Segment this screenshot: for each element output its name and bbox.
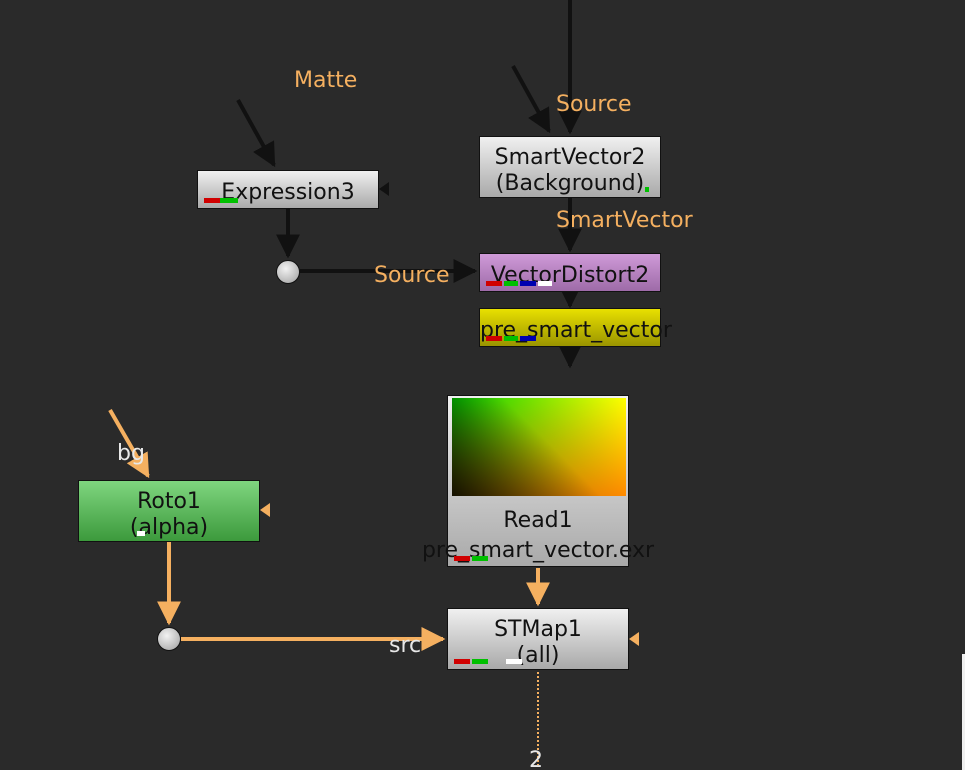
wire-bg-to-roto1 [108, 409, 150, 479]
node-roto1-line1: Roto1 [137, 489, 201, 514]
right-edge-panel [962, 654, 965, 770]
node-expression3-label: Expression3 [221, 180, 355, 205]
read1-thumbnail [452, 398, 626, 496]
input-label-source-top: Source [556, 92, 632, 117]
channel-red [486, 281, 502, 286]
stmap1-mask-arrow-icon[interactable] [629, 632, 639, 646]
input-label-bg: bg [117, 441, 145, 466]
node-read1-line2: pre_smart_vector.exr [421, 538, 655, 563]
node-smartvector2-line2: (Background) [495, 171, 645, 196]
channel-alpha [137, 531, 145, 536]
node-roto1-line2: (alpha) [129, 515, 209, 540]
expression3-mask-arrow-icon[interactable] [379, 182, 389, 196]
node-stmap1-line1: STMap1 [494, 617, 582, 642]
dot-node-orange[interactable] [157, 627, 181, 651]
node-pre-smart-vector[interactable]: pre_smart_vector [479, 308, 672, 347]
channel-green [645, 187, 649, 192]
channel-green [472, 659, 488, 664]
channel-blue [520, 281, 536, 286]
channel-red [204, 198, 220, 203]
roto1-mask-arrow-icon[interactable] [260, 503, 270, 517]
output-label-partial: 2 [529, 748, 543, 770]
node-smartvector2[interactable]: SmartVector2 (Background) [479, 136, 661, 198]
input-label-src: src [389, 633, 422, 658]
channel-red [486, 336, 502, 341]
channel-alpha [506, 659, 522, 664]
input-label-source-left: Source [374, 263, 450, 288]
channel-green [220, 198, 238, 203]
channel-red [454, 556, 470, 561]
input-label-matte: Matte [294, 68, 358, 93]
node-roto1[interactable]: Roto1 (alpha) [78, 480, 260, 542]
channel-alpha [538, 281, 552, 286]
wire-source-to-smartvector2 [511, 65, 551, 134]
node-stmap1[interactable]: STMap1 (all) [447, 608, 629, 670]
channel-green [504, 336, 518, 341]
read1-thumbnail-shadow [452, 398, 626, 496]
channel-green [504, 281, 518, 286]
node-vectordistort2[interactable]: VectorDistort2 [479, 253, 661, 292]
read1-thumbnail-dark [452, 398, 626, 496]
channel-green [472, 556, 488, 561]
node-stmap1-line2: (all) [516, 643, 560, 668]
channel-red [454, 659, 470, 664]
channel-blue [520, 336, 536, 341]
input-label-smartvector: SmartVector [556, 208, 693, 233]
node-read1-line1: Read1 [503, 508, 573, 533]
node-read1[interactable]: Read1 pre_smart_vector.exr [422, 395, 654, 567]
node-smartvector2-line1: SmartVector2 [494, 145, 646, 170]
read1-thumbnail-shade [452, 398, 626, 496]
dot-node-black[interactable] [276, 260, 300, 284]
wire-matte-to-expression3 [236, 99, 276, 168]
node-expression3[interactable]: Expression3 [197, 170, 379, 209]
